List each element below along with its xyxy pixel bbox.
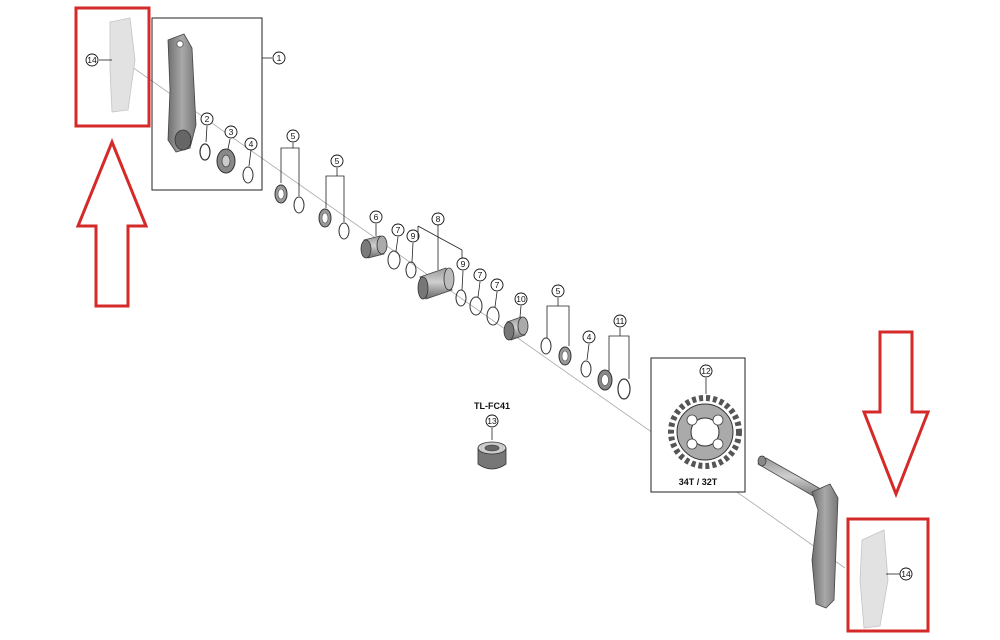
svg-text:4: 4 xyxy=(587,332,592,342)
right-crank-arm xyxy=(757,455,839,609)
cup-6 xyxy=(360,235,388,259)
svg-text:9: 9 xyxy=(461,259,466,269)
callout-8: 8 xyxy=(431,212,445,226)
oring-7a xyxy=(387,250,401,270)
svg-text:11: 11 xyxy=(616,316,625,326)
down-arrow-icon xyxy=(861,330,931,499)
spacers-11 xyxy=(597,328,631,400)
callout-2: 2 xyxy=(200,112,214,126)
sleeve-8 xyxy=(417,225,463,300)
oring-7b xyxy=(469,296,483,316)
up-arrow-icon xyxy=(75,138,149,308)
svg-text:8: 8 xyxy=(436,214,441,224)
right-highlight-box xyxy=(846,517,930,633)
ring-9a xyxy=(405,261,417,279)
svg-text:14: 14 xyxy=(87,55,97,65)
callout-5c: 5 xyxy=(551,284,565,298)
callout-12: 12 xyxy=(699,364,713,378)
ring-4b xyxy=(580,360,592,378)
svg-text:5: 5 xyxy=(335,156,340,166)
callout-4a: 4 xyxy=(244,137,258,151)
svg-text:5: 5 xyxy=(556,286,561,296)
callout-14-right: 14 xyxy=(899,567,913,581)
callout-5a: 5 xyxy=(286,129,300,143)
svg-text:9: 9 xyxy=(411,231,416,241)
cover-14-left xyxy=(109,17,136,113)
svg-text:2: 2 xyxy=(205,114,210,124)
svg-text:7: 7 xyxy=(396,225,401,235)
svg-text:10: 10 xyxy=(516,294,526,304)
spacers-5b xyxy=(318,168,350,240)
svg-text:6: 6 xyxy=(374,212,379,222)
chainring-12 xyxy=(668,395,742,469)
svg-text:7: 7 xyxy=(495,280,500,290)
svg-text:14: 14 xyxy=(901,569,911,579)
oring-7c xyxy=(486,306,500,326)
cover-14-right xyxy=(859,529,889,629)
cup-10 xyxy=(503,316,529,341)
spacers-5c xyxy=(540,298,572,366)
tool-label: TL-FC41 xyxy=(474,401,510,411)
callout-4b: 4 xyxy=(582,330,596,344)
callout-10: 10 xyxy=(514,292,528,306)
callout-13: 13 xyxy=(485,414,499,428)
callout-7a: 7 xyxy=(391,223,405,237)
callout-9b: 9 xyxy=(456,257,470,271)
svg-text:4: 4 xyxy=(249,139,254,149)
callout-7c: 7 xyxy=(490,278,504,292)
svg-text:13: 13 xyxy=(487,416,497,426)
chainring-size-label: 34T / 32T xyxy=(679,477,718,487)
callout-14-left: 14 xyxy=(85,53,99,67)
crank-arm-box xyxy=(151,17,263,191)
spacer-2 xyxy=(199,143,211,161)
left-highlight-box xyxy=(74,6,151,128)
tool-13 xyxy=(477,441,507,470)
svg-text:7: 7 xyxy=(478,270,483,280)
callout-6: 6 xyxy=(369,210,383,224)
ring-4a xyxy=(242,166,254,184)
svg-text:3: 3 xyxy=(229,127,234,137)
callout-7b: 7 xyxy=(473,268,487,282)
callout-3: 3 xyxy=(224,125,238,139)
left-crank-arm xyxy=(167,33,197,153)
callout-11: 11 xyxy=(613,314,627,328)
callout-5b: 5 xyxy=(330,154,344,168)
ring-9b xyxy=(455,289,467,307)
svg-text:12: 12 xyxy=(701,366,711,376)
callout-1: 1 xyxy=(272,51,286,65)
callout-9a: 9 xyxy=(406,229,420,243)
svg-text:1: 1 xyxy=(277,53,282,63)
svg-text:5: 5 xyxy=(291,131,296,141)
spacers-5a xyxy=(274,143,305,214)
